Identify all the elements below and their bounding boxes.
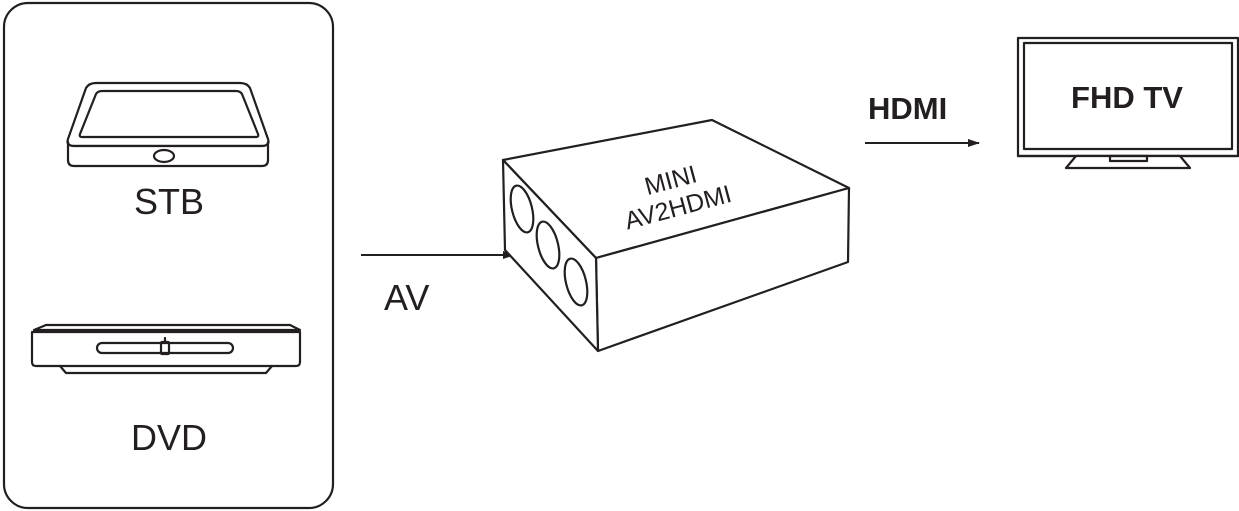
tv-icon xyxy=(1016,36,1239,170)
dvd-player-icon xyxy=(30,323,302,375)
source-panel-frame xyxy=(2,1,335,510)
stb-icon xyxy=(66,81,270,168)
hdmi-label: HDMI xyxy=(868,91,947,126)
source-devices-panel: STB DVD xyxy=(2,1,335,510)
tv-label: FHD TV xyxy=(1071,80,1183,115)
av-label: AV xyxy=(384,277,429,318)
converter-box-icon: MINI AV2HDMI xyxy=(501,118,851,353)
dvd-label: DVD xyxy=(131,417,207,458)
stb-label: STB xyxy=(134,181,204,222)
